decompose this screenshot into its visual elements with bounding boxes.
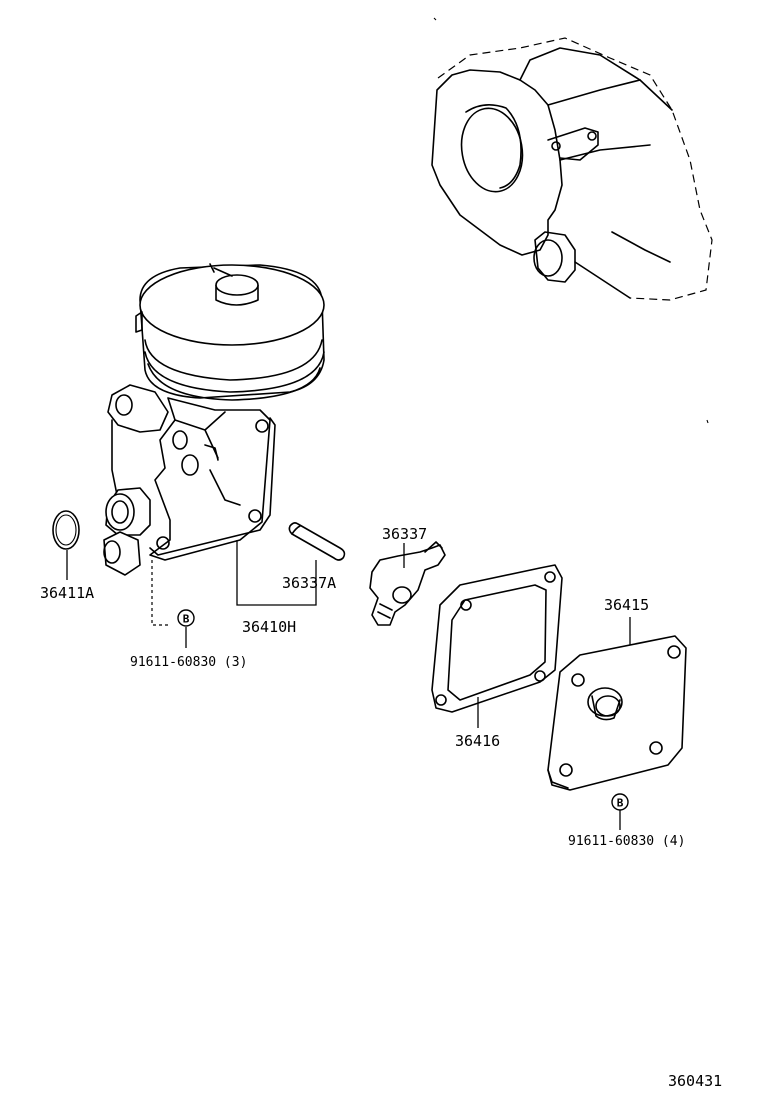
bolt-label-2: 91611-60830 (4) <box>568 834 685 849</box>
bolt-marker-1: B <box>177 609 195 627</box>
part-label-36411a: 36411A <box>40 584 94 602</box>
cover-plate-drawing <box>547 635 687 791</box>
part-label-36416: 36416 <box>455 732 500 750</box>
svg-text:B: B <box>183 613 190 626</box>
o-ring-drawing <box>52 510 80 550</box>
bolt-label-1: 91611-60830 (3) <box>130 655 247 670</box>
svg-text:B: B <box>617 797 624 810</box>
part-label-36337: 36337 <box>382 525 427 543</box>
actuator-assembly-drawing <box>103 263 325 576</box>
figure-code: 360431 <box>668 1072 722 1090</box>
shift-lever-drawing <box>369 541 446 626</box>
pin-drawing <box>288 522 346 561</box>
transfer-case-housing-drawing <box>431 37 713 301</box>
speck-mark-2 <box>706 419 709 424</box>
speck-mark <box>433 17 437 21</box>
part-label-36337a: 36337A <box>282 574 336 592</box>
part-label-36415: 36415 <box>604 596 649 614</box>
leader-lines <box>66 540 631 830</box>
bolt-marker-2: B <box>611 793 629 811</box>
gasket-drawing <box>431 564 563 713</box>
part-label-36410h: 36410H <box>242 618 296 636</box>
